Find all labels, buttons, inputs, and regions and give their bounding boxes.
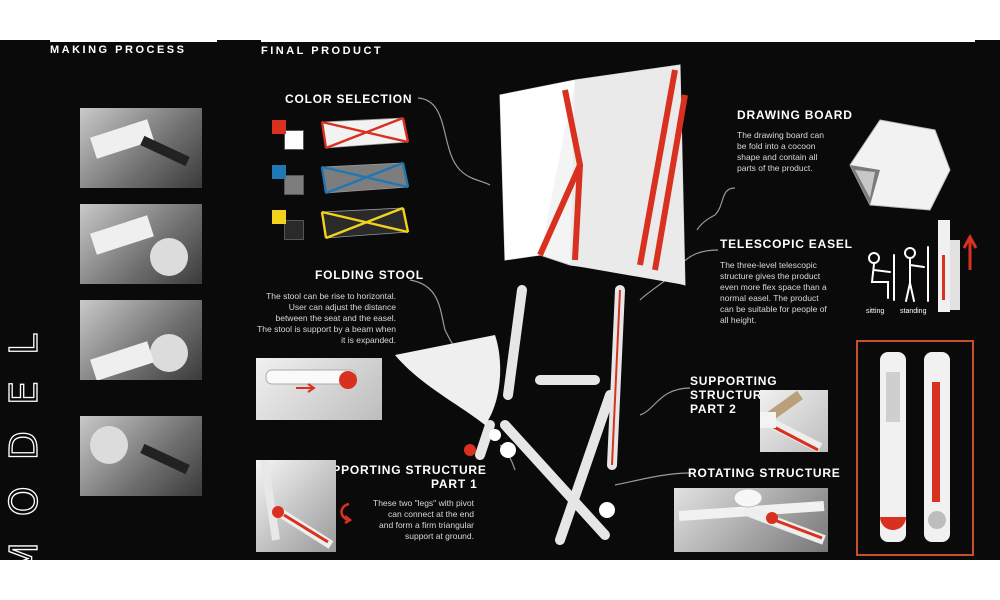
color-swatch-accent[interactable] [272, 120, 286, 134]
supporting-2-photo [760, 390, 828, 452]
rotating-structure-title: ROTATING STRUCTURE [688, 466, 841, 480]
supporting-1-subtitle: PART 1 [431, 477, 478, 491]
drawing-board-title: DRAWING BOARD [737, 108, 853, 122]
color-swatch-base[interactable] [284, 175, 304, 195]
color-option-board-preview [320, 206, 410, 240]
poster-panel: MAKING PROCESS FINAL PRODUCT MODEL [0, 40, 1000, 560]
supporting-2-subtitle: PART 2 [690, 402, 737, 416]
supporting-2-title: SUPPORTING [690, 374, 778, 388]
supporting-1-photo [256, 460, 336, 552]
sitting-figure-icon [868, 252, 895, 301]
color-swatch-base[interactable] [284, 220, 304, 240]
folding-stool-description: The stool can be rise to horizontal. Use… [257, 291, 396, 345]
making-process-header: MAKING PROCESS [50, 44, 187, 56]
supporting-2-title-line2: STRUCTURE [690, 388, 772, 402]
model-vertical-title: MODEL [1, 307, 46, 560]
telescopic-closeup-photo [880, 352, 950, 542]
stool-detail-photo [256, 358, 382, 420]
color-selection-title: COLOR SELECTION [285, 92, 413, 106]
sitting-label: sitting [866, 308, 885, 315]
process-photo-2 [80, 204, 202, 284]
telescopic-easel-photo [938, 220, 978, 312]
telescopic-easel-description: The three-level telescopic structure giv… [720, 260, 827, 325]
standing-label: standing [900, 308, 927, 315]
rotate-arrow-icon [340, 502, 353, 525]
final-product-header: FINAL PRODUCT [261, 45, 384, 57]
color-swatch-accent[interactable] [272, 165, 286, 179]
color-swatch-base[interactable] [284, 130, 304, 150]
folding-stool-title: FOLDING STOOL [315, 268, 424, 282]
process-photo-3 [80, 300, 202, 380]
supporting-1-title: SUPPORTING STRUCTURE [314, 463, 487, 477]
final-product-rule [261, 40, 975, 42]
color-swatch-accent[interactable] [272, 210, 286, 224]
supporting-1-description: These two "legs" with pivot can connect … [373, 498, 474, 541]
svg-text:MODEL: MODEL [2, 308, 46, 560]
standing-figure-icon [904, 246, 929, 302]
process-photo-1 [80, 108, 202, 188]
color-option-board-preview [320, 116, 410, 150]
telescopic-closeup-frame [856, 340, 974, 556]
drawing-board-description: The drawing board can be fold into a coc… [737, 130, 824, 173]
telescopic-easel-title: TELESCOPIC EASEL [720, 237, 853, 251]
rotating-structure-photo [674, 488, 828, 552]
making-process-rule [50, 40, 217, 42]
process-photo-4 [80, 416, 202, 496]
product-photo-easel-chair [395, 64, 688, 545]
cocoon-board-photo [849, 119, 951, 211]
color-option-board-preview [320, 161, 410, 195]
